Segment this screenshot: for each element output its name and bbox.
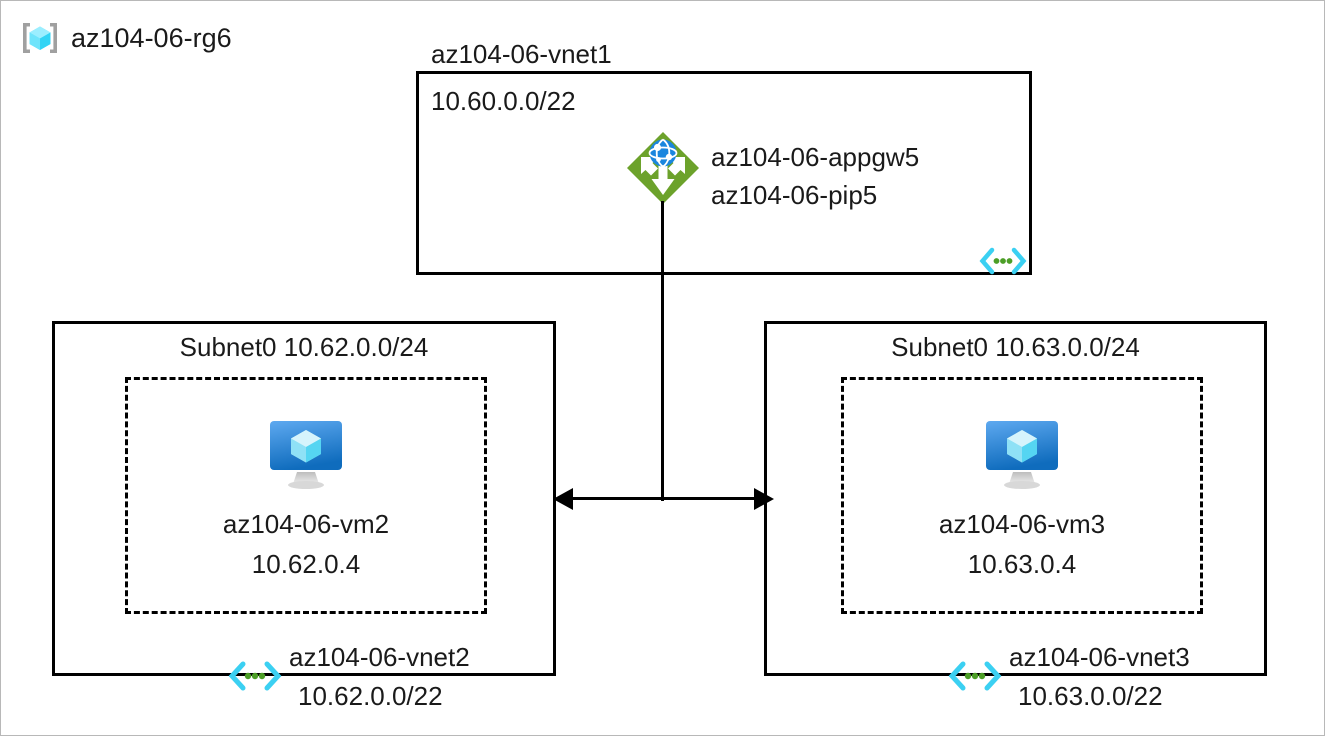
vnet1-address-space: 10.60.0.0/22 — [431, 86, 576, 116]
vnet3-name: az104-06-vnet3 — [1009, 642, 1190, 672]
vnet1-peering-icon — [978, 247, 1028, 280]
vnet2-subnet-dashed-box — [125, 377, 487, 614]
vnet1-box — [416, 71, 1032, 275]
vnet2-box — [52, 321, 556, 676]
vnet3-vm-name: az104-06-vm3 — [938, 509, 1106, 539]
vnet2-vm-ip: 10.62.0.4 — [251, 549, 361, 579]
vnet3-subnet-label: Subnet0 10.63.0.0/24 — [891, 332, 1140, 362]
resource-group-header: az104-06-rg6 — [19, 17, 232, 59]
vnet3-peering-icon — [947, 660, 1003, 697]
peering-connector-line — [571, 497, 761, 500]
vnet3-box — [764, 321, 1267, 676]
peering-arrow-left — [553, 488, 573, 510]
vnet3-virtual-machine-icon — [979, 419, 1065, 496]
application-gateway-icon — [625, 130, 701, 211]
resource-group-name: az104-06-rg6 — [71, 22, 232, 53]
vnet2-address-space: 10.62.0.0/22 — [298, 681, 443, 711]
vnet2-subnet-label: Subnet0 10.62.0.0/24 — [179, 332, 429, 362]
vnet3-subnet-dashed-box — [841, 377, 1203, 614]
appgw-connector-line — [661, 201, 664, 501]
vnet2-vm-name: az104-06-vm2 — [222, 509, 390, 539]
vnet3-address-space: 10.63.0.0/22 — [1018, 681, 1163, 711]
appgw-name: az104-06-appgw5 — [711, 142, 920, 172]
vnet2-virtual-machine-icon — [263, 419, 349, 496]
public-ip-name: az104-06-pip5 — [711, 180, 878, 210]
vnet2-name: az104-06-vnet2 — [289, 642, 470, 672]
resource-group-cube-icon — [19, 17, 61, 59]
vnet3-vm-ip: 10.63.0.4 — [967, 549, 1077, 579]
vnet1-name: az104-06-vnet1 — [431, 39, 612, 69]
vnet2-peering-icon — [227, 660, 283, 697]
